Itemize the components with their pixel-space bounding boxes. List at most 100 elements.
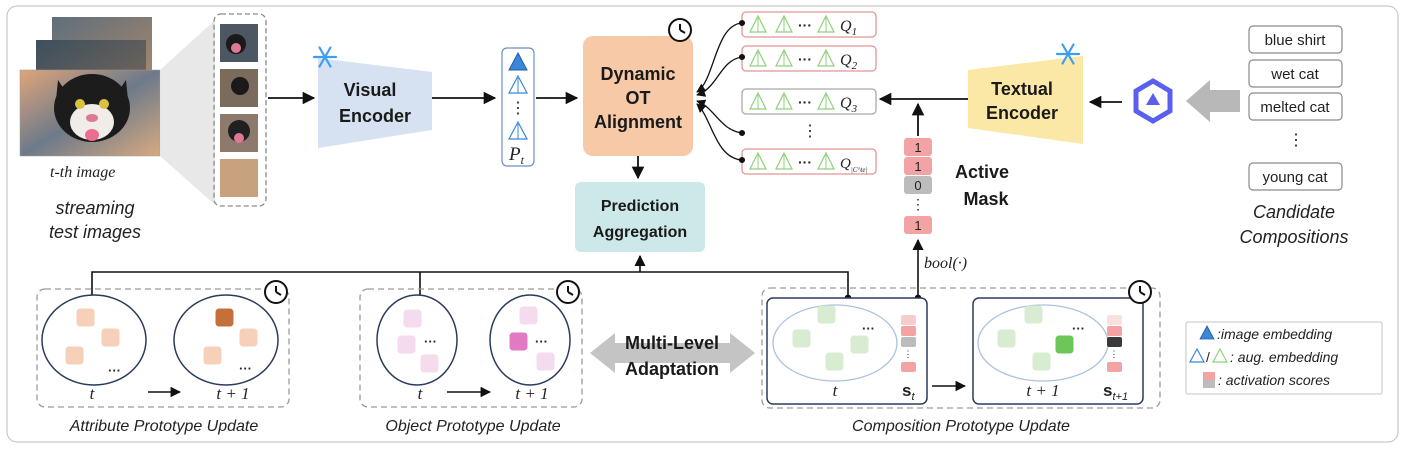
query-row: ···Q1 <box>741 11 877 38</box>
query-label: Q2 <box>840 52 858 72</box>
prompt-symbol: Pt <box>508 144 525 167</box>
score-ellipsis: ⋮ <box>1110 349 1119 359</box>
activation-score-cell <box>1107 362 1122 372</box>
legend-image-embedding: :image embedding <box>1217 326 1332 342</box>
activation-score-cell <box>1107 337 1122 347</box>
s-t-label: st <box>902 381 915 403</box>
textual-encoder-box <box>968 56 1083 144</box>
attr-t1-label: t + 1 <box>216 384 249 403</box>
mask-value: 1 <box>914 218 921 233</box>
comp-ellipsis-t: ··· <box>862 321 875 336</box>
outer-frame <box>6 5 1399 443</box>
mask-ellipsis: ⋮ <box>911 196 925 212</box>
prototype-square <box>825 352 844 371</box>
activation-score-cell <box>901 326 916 336</box>
active-mask-line2: Mask <box>963 189 1009 209</box>
attribute-ellipse-t <box>41 294 147 386</box>
candidates-label-line2: Compositions <box>1239 227 1348 247</box>
legend-score-gray <box>1203 380 1215 388</box>
legend-score-red <box>1203 372 1215 380</box>
prediction-line2: Aggregation <box>593 224 687 241</box>
query-row: ··· Q2 <box>741 45 877 72</box>
query-row-ellipsis: ··· <box>798 154 812 170</box>
mask-value: 1 <box>914 140 921 155</box>
ot-line1: Dynamic <box>600 64 675 84</box>
active-mask-line1: Active <box>955 162 1009 182</box>
candidate-label: young cat <box>1262 169 1328 186</box>
prototype-square <box>397 335 416 354</box>
query-label: Q3 <box>840 95 858 115</box>
attribute-update-group <box>36 288 290 408</box>
candidate-label: blue shirt <box>1265 32 1327 49</box>
mask-cell <box>904 216 932 234</box>
legend-image-embedding-triangle <box>1199 325 1215 340</box>
legend-slash: / <box>1206 349 1210 365</box>
activation-score-cell <box>1107 315 1122 325</box>
mask-value: 1 <box>914 159 921 174</box>
comp-t-label: t <box>833 381 839 400</box>
query-label: Q1 <box>840 18 857 38</box>
prototype-square <box>420 354 439 373</box>
zoom-wedge <box>160 20 215 205</box>
snowflake-icon <box>312 46 338 68</box>
composition-ellipse-t <box>772 304 898 382</box>
attr-ellipsis-t1: ··· <box>239 361 252 376</box>
query-vertical-ellipsis: ⋮ <box>802 123 818 140</box>
prototype-square <box>792 329 811 348</box>
object-prototypes <box>397 306 555 373</box>
mask-value: 0 <box>914 178 921 193</box>
ot-line2: OT <box>626 88 651 108</box>
query-row: ··· Q|C^te| <box>741 148 877 175</box>
clock-icon <box>264 280 288 304</box>
legend-aug-embedding: : aug. embedding <box>1230 349 1338 365</box>
activation-score-cell <box>1107 326 1122 336</box>
prototype-square <box>76 308 95 327</box>
s-t1-label: st+1 <box>1103 381 1128 403</box>
multi-level-arrow <box>590 333 755 373</box>
adaptation-line2: Adaptation <box>625 359 719 379</box>
comp-t1-label: t + 1 <box>1026 381 1059 400</box>
streaming-label-line1: streaming <box>55 198 134 218</box>
augmented-views-group <box>213 13 267 207</box>
prompt-ellipsis: ⋮ <box>510 100 526 117</box>
legend-aug-triangle-blue <box>1188 347 1206 363</box>
attribute-prototypes <box>65 308 258 365</box>
prediction-line1: Prediction <box>601 198 679 215</box>
cat-picture <box>54 74 130 142</box>
feedback-lines <box>88 254 922 302</box>
streaming-label-line2: test images <box>49 222 141 242</box>
candidate-box <box>1248 92 1343 121</box>
ot-alignment-box <box>583 36 693 156</box>
activation-score-cell <box>901 362 916 372</box>
attr-t-label: t <box>90 384 96 403</box>
query-label: Q|C^te| <box>840 156 867 174</box>
visual-encoder-line1: Visual <box>344 80 397 100</box>
prototype-square-updated <box>1055 335 1074 354</box>
attribute-ellipse-t1 <box>173 294 279 386</box>
prototype-square-updated <box>215 308 234 327</box>
obj-ellipsis-t1: ··· <box>535 334 548 349</box>
obj-t1-label: t + 1 <box>515 384 548 403</box>
candidate-box <box>1248 59 1343 88</box>
query-row-ellipsis: ··· <box>798 51 812 67</box>
adaptation-line1: Multi-Level <box>625 333 719 353</box>
visual-encoder-line2: Encoder <box>339 106 411 126</box>
candidate-label: wet cat <box>1270 66 1319 83</box>
prototype-square <box>403 309 422 328</box>
object-ellipse-t <box>376 294 458 386</box>
activation-score-columns: ⋮⋮ <box>901 315 1122 372</box>
prototype-square <box>817 305 836 324</box>
prototype-square <box>997 329 1016 348</box>
composition-prototypes <box>792 305 1074 371</box>
language-model-logo-icon <box>1133 78 1173 124</box>
prototype-square <box>203 346 222 365</box>
image-caption: t-th image <box>50 164 115 181</box>
prototype-square <box>239 328 258 347</box>
attribute-update-caption: Attribute Prototype Update <box>69 418 259 435</box>
obj-ellipsis-t: ··· <box>424 334 437 349</box>
image-embedding-triangle <box>508 51 528 71</box>
prototype-square <box>536 352 555 371</box>
mask-cell <box>904 176 932 194</box>
mask-cell <box>904 157 932 175</box>
